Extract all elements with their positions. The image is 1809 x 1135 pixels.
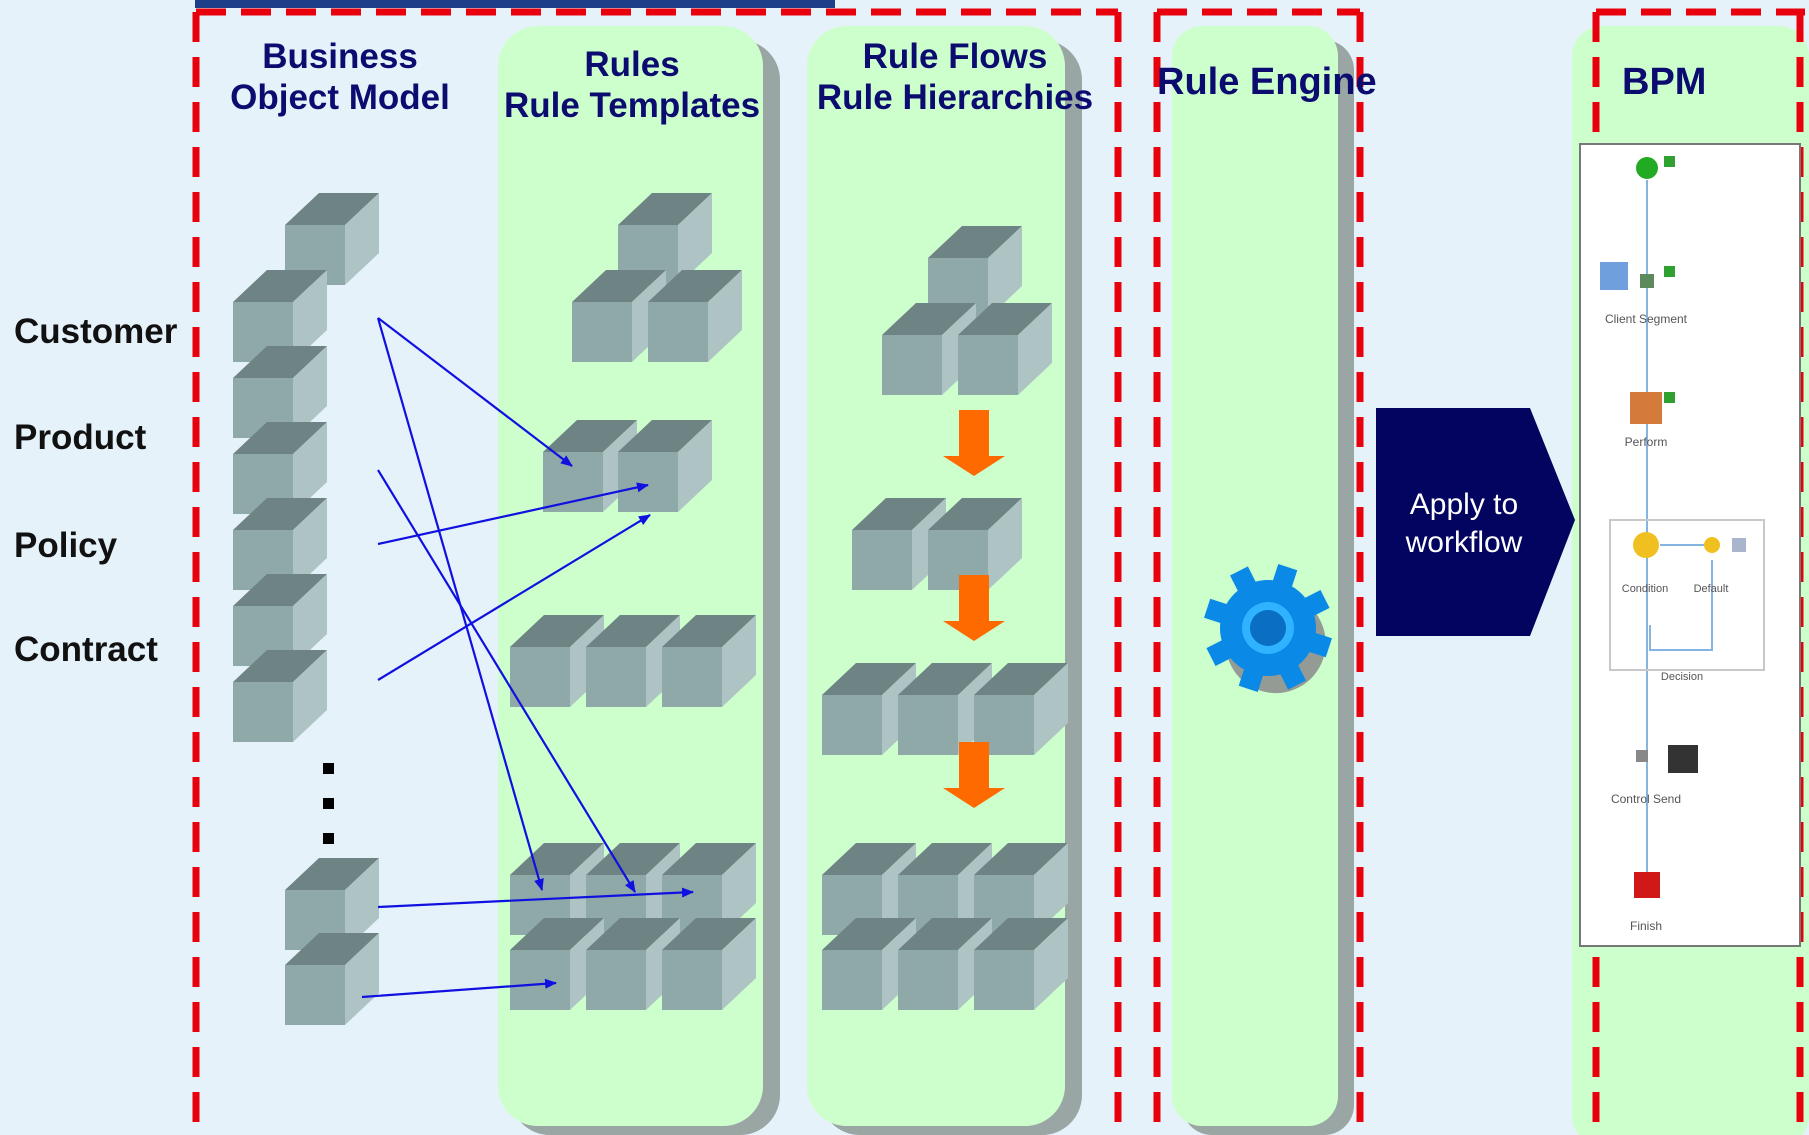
workflow-diagram: Client Segment Perform Condition Default… xyxy=(1579,143,1801,947)
cube-blocks xyxy=(233,193,1068,1025)
workflow-step-label: Decision xyxy=(1661,671,1703,683)
header-line: Object Model xyxy=(230,78,450,118)
workflow-step-label: Finish xyxy=(1630,919,1662,933)
workflow-step-label: Condition xyxy=(1622,583,1668,595)
header-line: Business xyxy=(262,37,418,76)
cube xyxy=(662,918,756,1010)
cube xyxy=(928,498,1022,590)
header-line: Rules xyxy=(584,45,680,84)
cube xyxy=(285,933,379,1025)
workflow-step-label: Perform xyxy=(1625,435,1668,449)
header-rule-engine: Rule Engine xyxy=(1157,61,1377,103)
object-label-customer: Customer xyxy=(14,312,178,351)
cube xyxy=(233,422,327,514)
cube xyxy=(233,650,327,742)
mapping-arrows xyxy=(361,317,694,999)
apply-line: workflow xyxy=(1405,525,1523,559)
header-rule-flows: Rule Flows Rule Hierarchies xyxy=(805,36,1105,119)
ellipsis-dots xyxy=(323,763,334,844)
workflow-step-label: Control Send xyxy=(1611,792,1681,806)
gear-icon xyxy=(1204,564,1332,694)
finish-node xyxy=(1634,872,1660,898)
apply-to-workflow-arrow xyxy=(1376,408,1575,636)
header-line: Rule Hierarchies xyxy=(816,78,1094,118)
cube xyxy=(882,303,976,395)
header-bpm: BPM xyxy=(1622,61,1707,103)
flow-arrow xyxy=(943,575,1005,641)
start-node xyxy=(1636,157,1658,179)
engine-panel xyxy=(1172,26,1338,1126)
mapping-arrow xyxy=(361,978,557,999)
workflow-node-icon xyxy=(1630,392,1662,424)
mapping-arrow xyxy=(377,482,649,546)
cube xyxy=(618,420,712,512)
mapping-arrow xyxy=(377,514,651,681)
cube xyxy=(958,303,1052,395)
object-label-contract: Contract xyxy=(14,630,158,669)
cube xyxy=(586,615,680,707)
mapping-arrow xyxy=(377,317,573,467)
workflow-node-icon xyxy=(1668,745,1698,773)
header-rules: Rules Rule Templates xyxy=(486,44,778,127)
flow-arrows xyxy=(943,410,1005,808)
flow-arrow xyxy=(943,742,1005,808)
flow-arrow xyxy=(943,410,1005,476)
header-line: Rule Flows xyxy=(862,37,1048,76)
cube xyxy=(648,270,742,362)
workflow-step-label: Client Segment xyxy=(1605,312,1688,326)
cube xyxy=(974,918,1068,1010)
header-business-object-model: Business Object Model xyxy=(205,36,475,119)
decision-group xyxy=(1609,519,1765,671)
mapping-arrow xyxy=(377,469,636,893)
cube xyxy=(662,615,756,707)
object-label-product: Product xyxy=(14,418,147,457)
workflow-step-label: Default xyxy=(1694,583,1729,595)
title-remnant xyxy=(195,0,835,8)
mapping-arrow xyxy=(377,887,694,909)
object-label-policy: Policy xyxy=(14,526,118,565)
workflow-node-icon xyxy=(1600,262,1628,290)
apply-line: Apply to xyxy=(1409,488,1519,521)
header-line: Rule Templates xyxy=(503,86,761,126)
apply-to-workflow-label: Apply to workflow xyxy=(1378,486,1550,561)
